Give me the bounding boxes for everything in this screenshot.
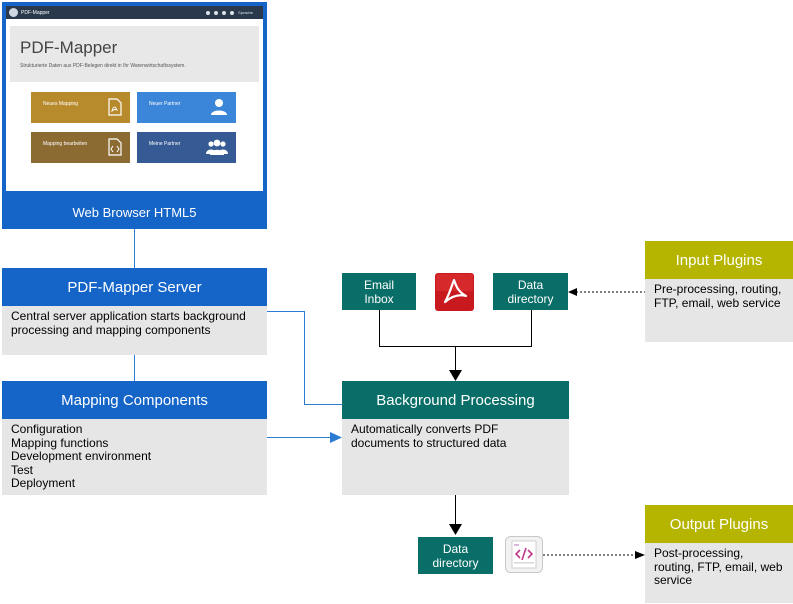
dotted-arrow-output xyxy=(543,551,645,559)
xml-file-icon xyxy=(505,536,543,573)
connector-browser-server xyxy=(134,229,135,268)
pdf-acrobat-icon xyxy=(435,273,474,311)
data-directory-in-label: Data directory xyxy=(507,277,554,306)
output-plugins-title: Output Plugins xyxy=(645,505,793,543)
app-topbar: PDF-Mapper Sprache xyxy=(6,6,263,19)
user-icon xyxy=(211,99,227,115)
help-icon xyxy=(222,10,227,15)
tile-my-partners: Meine Partner xyxy=(137,132,236,163)
list-item: Mapping functions xyxy=(11,435,109,450)
data-directory-out-label: Data directory xyxy=(432,541,479,570)
background-processing-title: Background Processing xyxy=(342,381,569,419)
app-logo-icon xyxy=(9,8,18,17)
language-label: Sprache xyxy=(238,10,253,15)
users-icon xyxy=(206,139,228,155)
arrow-head xyxy=(330,432,342,443)
data-directory-in-box: Data directory xyxy=(493,273,568,310)
connector-mapping-bg xyxy=(267,437,333,438)
background-processing-text: Automatically converts PDF documents to … xyxy=(351,422,507,450)
connector-server-mapping xyxy=(134,355,135,381)
tile-new-mapping: Neues Mapping xyxy=(31,92,130,123)
tile-label: Mapping bearbeiten xyxy=(43,141,88,147)
list-item: Test xyxy=(11,462,34,477)
tile-new-partner: Neuer Partner xyxy=(137,92,236,123)
tile-label: Neues Mapping xyxy=(43,101,79,107)
hero-panel: PDF-Mapper Strukturierte Daten aus PDF-B… xyxy=(10,26,259,82)
connector-server-bg-h2 xyxy=(304,404,343,405)
tile-edit-mapping: Mapping bearbeiten xyxy=(31,132,130,163)
hero-subtitle: Strukturierte Daten aus PDF-Belegen dire… xyxy=(20,63,186,69)
server-title: PDF-Mapper Server xyxy=(2,268,267,306)
tile-label: Neuer Partner xyxy=(149,101,181,107)
connector-server-bg-h1 xyxy=(267,311,304,312)
list-item: Deployment xyxy=(11,476,76,490)
hero-title: PDF-Mapper xyxy=(20,38,118,57)
app-title: PDF-Mapper xyxy=(21,9,50,16)
pdf-file-icon xyxy=(108,98,122,116)
email-inbox-box: Email Inbox xyxy=(342,273,416,310)
list-item: Configuration xyxy=(11,422,83,436)
data-directory-out-box: Data directory xyxy=(418,537,493,574)
list-item: Development environment xyxy=(11,449,152,463)
web-browser-label: Web Browser HTML5 xyxy=(2,195,267,229)
output-plugins-description: Post-processing, routing, FTP, email, we… xyxy=(645,543,793,603)
tile-label: Meine Partner xyxy=(149,141,181,147)
connector-server-bg-v xyxy=(304,311,305,404)
connector-to-bg xyxy=(455,346,456,372)
connector-data-dir xyxy=(531,310,532,346)
code-file-icon xyxy=(108,138,122,156)
browser-screenshot: PDF-Mapper Sprache PDF-Mapper Strukturie… xyxy=(2,2,267,195)
connector-bg-out xyxy=(455,495,456,525)
mapping-components-list: Configuration Mapping functions Developm… xyxy=(2,419,267,495)
mapping-components-title: Mapping Components xyxy=(2,381,267,419)
dotted-arrow-input xyxy=(568,288,645,296)
info-icon xyxy=(230,10,235,15)
arrow-head xyxy=(449,524,462,535)
email-inbox-label: Email Inbox xyxy=(363,277,394,306)
input-plugins-title: Input Plugins xyxy=(645,241,793,279)
server-description: Central server application starts backgr… xyxy=(2,306,267,355)
input-plugins-description: Pre-processing, routing, FTP, email, web… xyxy=(645,279,793,342)
connector-inbox xyxy=(379,310,380,346)
flag-icon xyxy=(206,10,211,15)
background-processing-description: Automatically converts PDF documents to … xyxy=(342,419,569,495)
flag-icon xyxy=(214,10,219,15)
arrow-head xyxy=(449,370,462,381)
browser-viewport: PDF-Mapper Sprache PDF-Mapper Strukturie… xyxy=(6,6,263,191)
